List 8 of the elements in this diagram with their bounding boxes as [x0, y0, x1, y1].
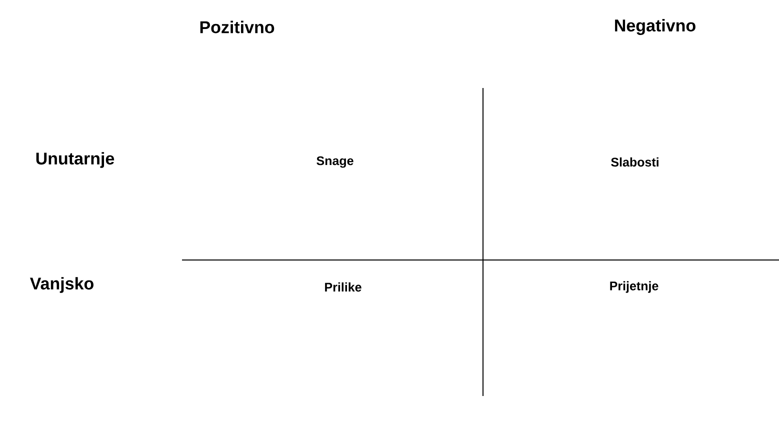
- column-heading: Negativno: [615, 19, 696, 35]
- row-heading: Vanjsko: [30, 277, 94, 293]
- quadrant-label: Prilike: [325, 282, 362, 292]
- quadrant-label: Prijetnje: [610, 281, 658, 293]
- column-heading: Pozitivno: [200, 20, 274, 34]
- row-heading: Unutarnje: [36, 152, 114, 168]
- quadrant-label: Snage: [316, 156, 354, 168]
- quadrant-label: Slabosti: [611, 157, 658, 167]
